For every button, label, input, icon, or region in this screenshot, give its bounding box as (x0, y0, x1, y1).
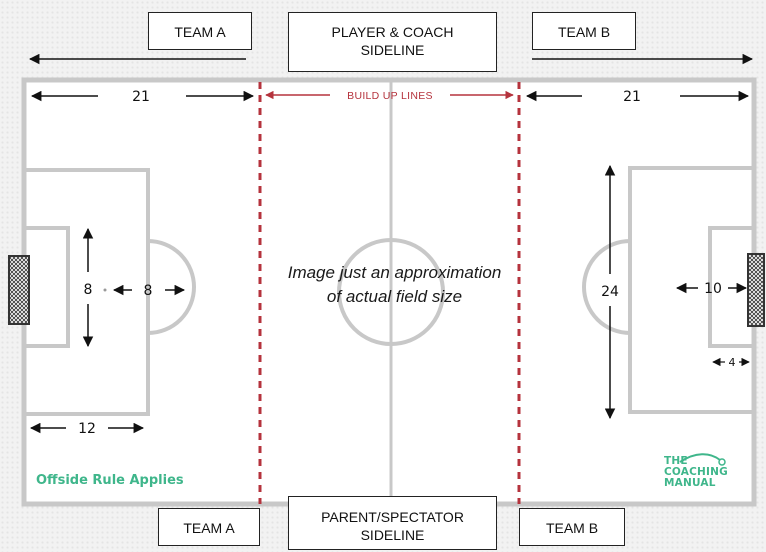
logo-line2: COACHING (664, 466, 728, 478)
player-coach-line1: PLAYER & COACH (331, 24, 454, 40)
left-distance-label: 21 (132, 89, 150, 105)
logo-line1: THE (664, 455, 688, 467)
team-b-top-label: TEAM B (532, 12, 636, 50)
approximation-note: Image just an approximation of actual fi… (262, 261, 527, 309)
note-line2: of actual field size (326, 287, 463, 306)
left-penalty-arc (147, 239, 196, 335)
goal-box-depth-label: 8 (144, 283, 153, 299)
team-b-bottom-label: TEAM B (519, 508, 625, 546)
soccer-field (24, 80, 754, 504)
logo-swoosh-icon (679, 453, 721, 463)
penalty-width-label: 12 (78, 421, 96, 437)
coaching-manual-logo: THE COACHING MANUAL (664, 456, 748, 489)
player-coach-line2: SIDELINE (360, 42, 425, 58)
penalty-height-label: 24 (601, 284, 619, 300)
parent-spectator-sideline-box: PARENT/SPECTATOR SIDELINE (288, 496, 497, 550)
note-line1: Image just an approximation (287, 263, 502, 282)
build-up-label: BUILD UP LINES (347, 90, 433, 102)
player-coach-sideline-box: PLAYER & COACH SIDELINE (288, 12, 497, 72)
left-goal (8, 255, 30, 325)
left-penalty-spot (103, 288, 107, 292)
parent-line2: SIDELINE (360, 527, 425, 543)
team-a-bottom-text: TEAM A (183, 520, 235, 536)
goal-area-depth-label: 10 (704, 281, 722, 297)
goal-box-height-label: 8 (84, 282, 93, 298)
right-penalty-area (628, 166, 756, 414)
left-goal-area (22, 226, 70, 348)
center-circle (337, 238, 445, 346)
team-a-top-text: TEAM A (174, 24, 226, 40)
logo-dot-icon (718, 458, 726, 466)
team-b-top-text: TEAM B (557, 24, 611, 40)
team-a-bottom-label: TEAM A (158, 508, 260, 546)
goal-width-label: 4 (729, 356, 736, 369)
right-goal (747, 253, 765, 327)
offside-note: Offside Rule Applies (36, 473, 184, 488)
logo-line3: MANUAL (664, 477, 716, 489)
parent-line1: PARENT/SPECTATOR (321, 509, 464, 525)
right-distance-label: 21 (623, 89, 641, 105)
team-a-top-label: TEAM A (148, 12, 252, 50)
team-b-bottom-text: TEAM B (545, 520, 599, 536)
